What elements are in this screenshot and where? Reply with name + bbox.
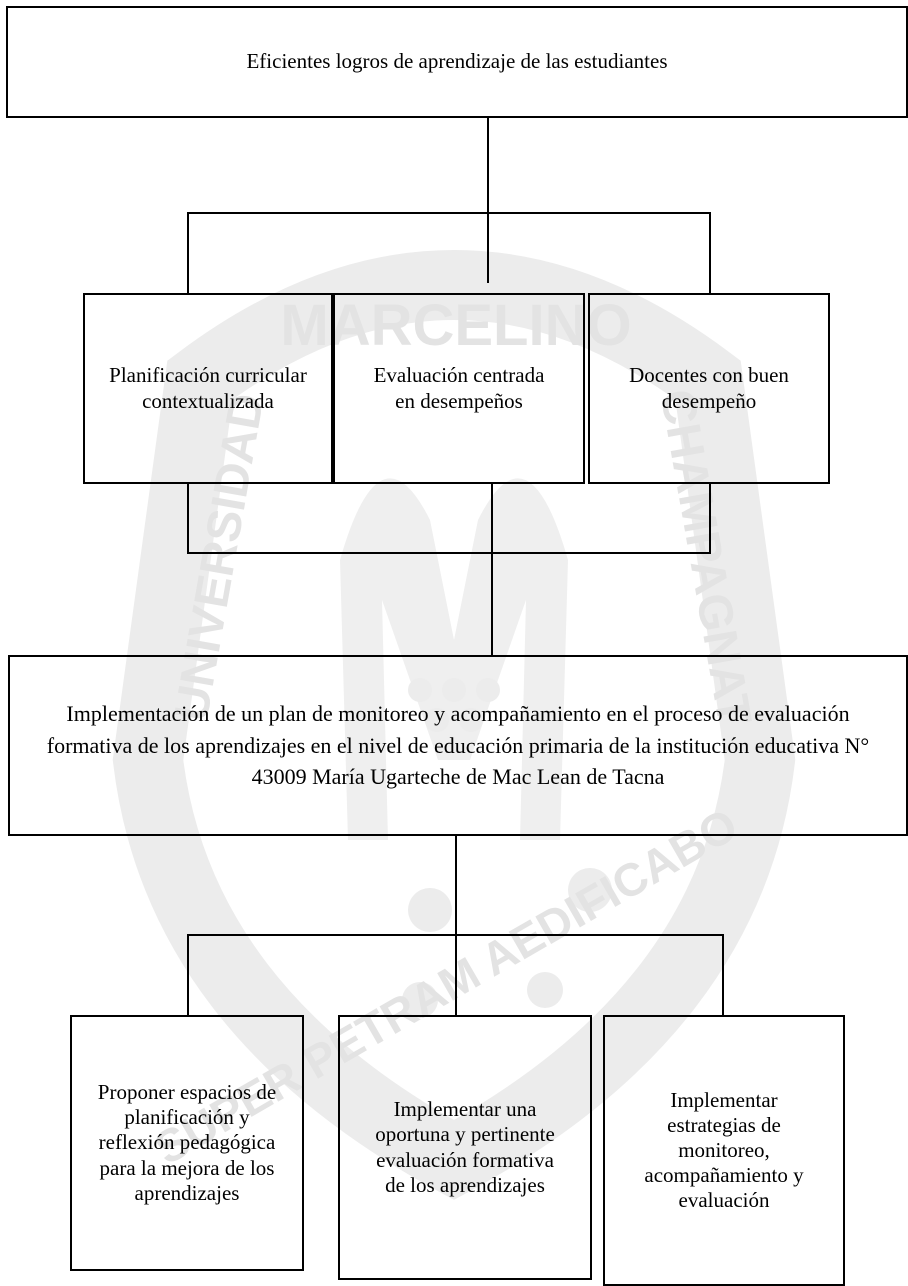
level4-text-1: Proponer espacios de planificación y ref… — [97, 1080, 277, 1205]
connector-level4-left — [187, 934, 189, 1017]
level4-box-1: Proponer espacios de planificación y ref… — [70, 1015, 304, 1271]
connector-level2-right — [709, 212, 711, 295]
connector-level2-bottom-bar — [187, 552, 711, 554]
level2-text-3: Docentes con buen desempeño — [629, 363, 789, 413]
watermark-top-text: MARCELINO — [280, 293, 631, 358]
level2-box-1: Planificación curricular contextualizada — [83, 293, 333, 484]
connector-level4-bar — [187, 934, 724, 936]
level2-text-2: Evaluación centrada en desempeños — [373, 363, 545, 413]
connector-level2-left-down — [187, 482, 189, 554]
center-box: Implementación de un plan de monitoreo y… — [8, 655, 908, 836]
connector-top-to-level2 — [487, 116, 489, 283]
connector-level4-right — [722, 934, 724, 1017]
level2-box-2: Evaluación centrada en desempeños — [333, 293, 585, 484]
level2-box-3: Docentes con buen desempeño — [588, 293, 830, 484]
connector-level2-right-down — [709, 482, 711, 554]
connector-center-to-level4 — [455, 834, 457, 1017]
level4-text-3: Implementar estrategias de monitoreo, ac… — [644, 1087, 804, 1213]
level4-box-3: Implementar estrategias de monitoreo, ac… — [603, 1015, 845, 1286]
level4-box-2: Implementar una oportuna y pertinente ev… — [338, 1015, 592, 1280]
level4-text-2: Implementar una oportuna y pertinente ev… — [375, 1097, 555, 1197]
connector-level2-to-center — [491, 482, 493, 657]
connector-level2-bar — [187, 212, 711, 214]
top-goal-text: Eficientes logros de aprendizaje de las … — [246, 49, 668, 74]
connector-level2-left — [187, 212, 189, 295]
top-goal-box: Eficientes logros de aprendizaje de las … — [6, 6, 908, 118]
level2-text-1: Planificación curricular contextualizada — [109, 363, 307, 413]
center-text: Implementación de un plan de monitoreo y… — [46, 700, 870, 790]
